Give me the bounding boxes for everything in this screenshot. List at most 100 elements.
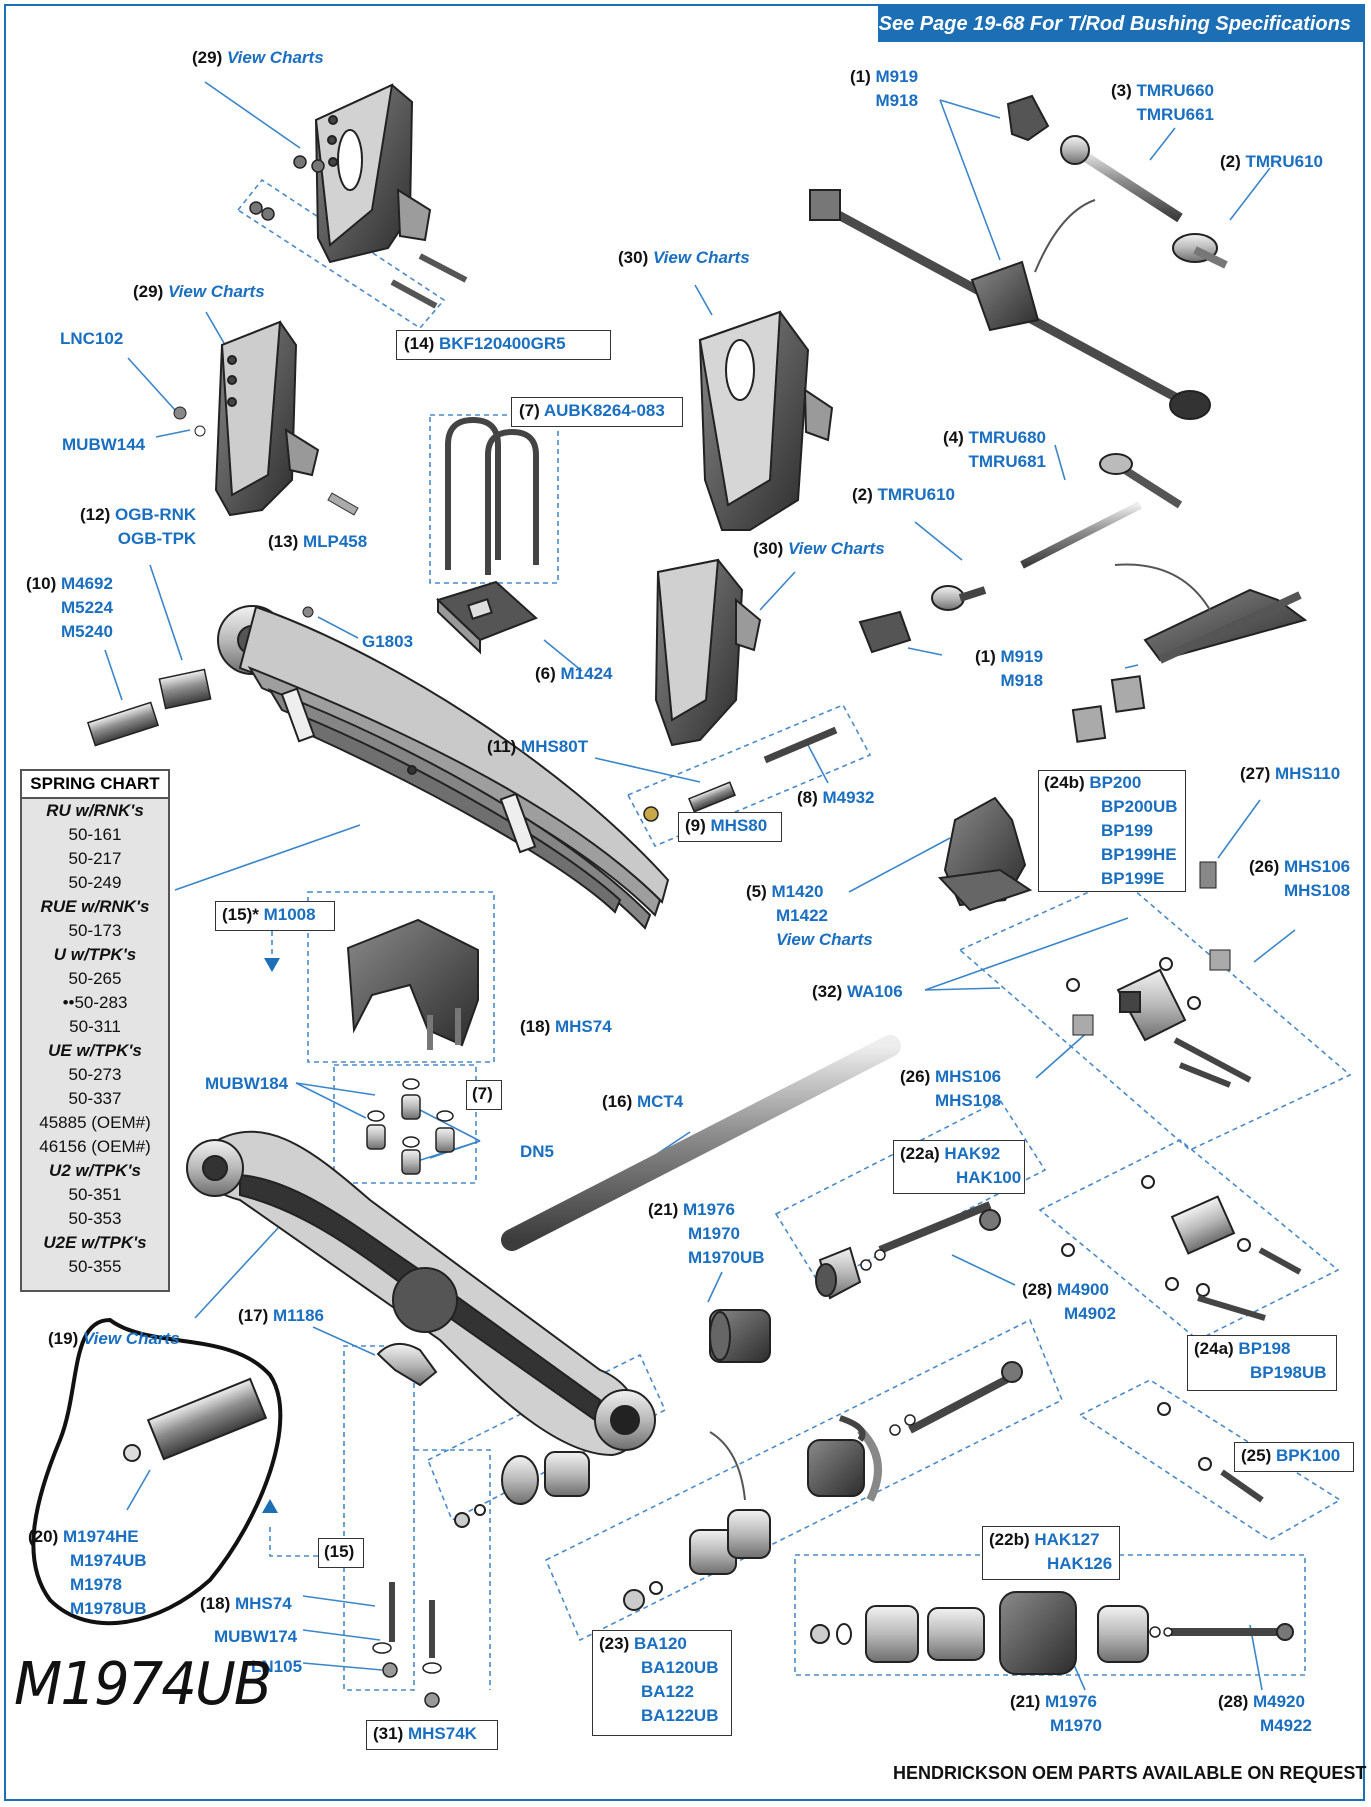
label-30-second: (30) View Charts [753,539,885,558]
view-charts-link-29-top[interactable]: View Charts [226,48,324,67]
label-31-box: (31) MHS74K [366,1720,498,1750]
label-29-second: (29) View Charts [133,282,265,301]
spring-chart-value: 50-161 [68,825,122,844]
arrow-down-icon [264,958,280,972]
label-32: (32) WA106 [812,982,903,1001]
spring-chart: SPRING CHART RU w/RNK's 50-161 50-217 50-24… [20,769,170,1292]
spring-chart-value: 50-273 [68,1065,122,1084]
label-9-box: (9) MHS80 [678,812,782,842]
spring-chart-heading: RU w/RNK's [46,801,144,820]
spring-chart-heading: U2E w/TPK's [43,1233,147,1252]
label-27: (27) MHS110 [1240,764,1341,783]
label-8: (8) M4932 [797,788,875,807]
label-7-small-box: (7) [466,1080,502,1110]
label-mubw174: MUBW174 [214,1627,298,1646]
label-2-top: (2) TMRU610 [1220,152,1323,171]
page-border [4,4,1365,1801]
spring-chart-value: 50-173 [68,921,122,940]
spring-chart-heading: UE w/TPK's [48,1041,142,1060]
header-banner: See Page 19-68 For T/Rod Bushing Specifi… [878,6,1365,42]
label-11: (11) MHS80T [487,737,589,756]
label-18-top: (18) MHS74 [520,1017,612,1036]
spring-chart-heading: RUE w/RNK's [40,897,150,916]
label-ln105: LN105 [251,1657,303,1676]
arrow-up-icon [262,1499,278,1513]
bushing-24a-group [1038,1139,1340,1341]
spring-chart-value: 50-311 [69,1017,121,1036]
banner-text: See Page 19-68 For T/Rod Bushing Specifi… [878,13,1351,35]
label-g1803: G1803 [362,632,414,651]
label-dn5: DN5 [520,1142,555,1161]
handwritten-note: M1974UB [14,1650,272,1719]
bushing-25-group [1078,1379,1342,1541]
spring-chart-value: 50-217 [68,849,122,868]
spring-chart-value: 46156 (OEM#) [39,1137,151,1156]
view-charts-link-5[interactable]: View Charts [776,930,873,949]
spring-chart-title: SPRING CHART [22,771,168,799]
label-7-box: (7) AUBK8264-083 [511,397,683,427]
spring-chart-value: 50-249 [68,873,122,892]
spring-chart-value: 45885 (OEM#) [39,1113,151,1132]
spring-chart-value: 50-353 [68,1209,122,1228]
label-29-top: (29) View Charts [192,48,324,67]
label-16: (16) MCT4 [602,1092,684,1111]
arrow-15-leader [269,1527,318,1557]
label-mubw184: MUBW184 [205,1074,289,1093]
view-charts-link-30-top[interactable]: View Charts [652,248,750,267]
label-17: (17) M1186 [238,1306,325,1325]
pin-group [626,703,872,848]
label-lnc102: LNC102 [60,329,124,348]
view-charts-link-19[interactable]: View Charts [82,1329,180,1348]
ba-23-group [544,1318,1064,1642]
spacer-group [333,1064,477,1184]
label-14-box: (14) BKF120400GR5 [396,330,611,360]
bracket-hardware-group [236,178,446,330]
saddle-group [307,891,495,1063]
spring-chart-heading: U w/TPK's [53,945,137,964]
view-charts-link-29-second[interactable]: View Charts [167,282,265,301]
bushing-24b-group [958,877,1352,1151]
label-15-top-box: (15)* M1008 [215,901,335,931]
label-18-bottom: (18) MHS74 [200,1594,292,1613]
label-30-top: (30) View Charts [618,248,750,267]
spring-chart-value: 50-351 [68,1185,122,1204]
view-charts-link-30-second[interactable]: View Charts [787,539,885,558]
label-13: (13) MLP458 [268,532,368,551]
spring-chart-value: 50-355 [68,1257,122,1276]
spring-chart-value: ••50-283 [62,993,128,1012]
footer-note: HENDRICKSON OEM PARTS AVAILABLE ON REQUE… [893,1763,1367,1783]
spring-chart-heading: U2 w/TPK's [49,1161,141,1180]
spring-chart-value: 50-265 [68,969,122,988]
hak-22a-group [774,1098,1047,1287]
u-bolt-kit-extension [414,1449,491,1690]
label-6: (6) M1424 [535,664,613,683]
u-bolt-kit-group [343,1345,415,1691]
label-25-box: (25) BPK100 [1234,1442,1354,1472]
label-15-bottom-box: (15) [318,1538,364,1568]
label-2-second: (2) TMRU610 [852,485,955,504]
label-19: (19) View Charts [48,1329,180,1348]
label-mubw144: MUBW144 [62,435,146,454]
spring-chart-value: 50-337 [68,1089,122,1108]
